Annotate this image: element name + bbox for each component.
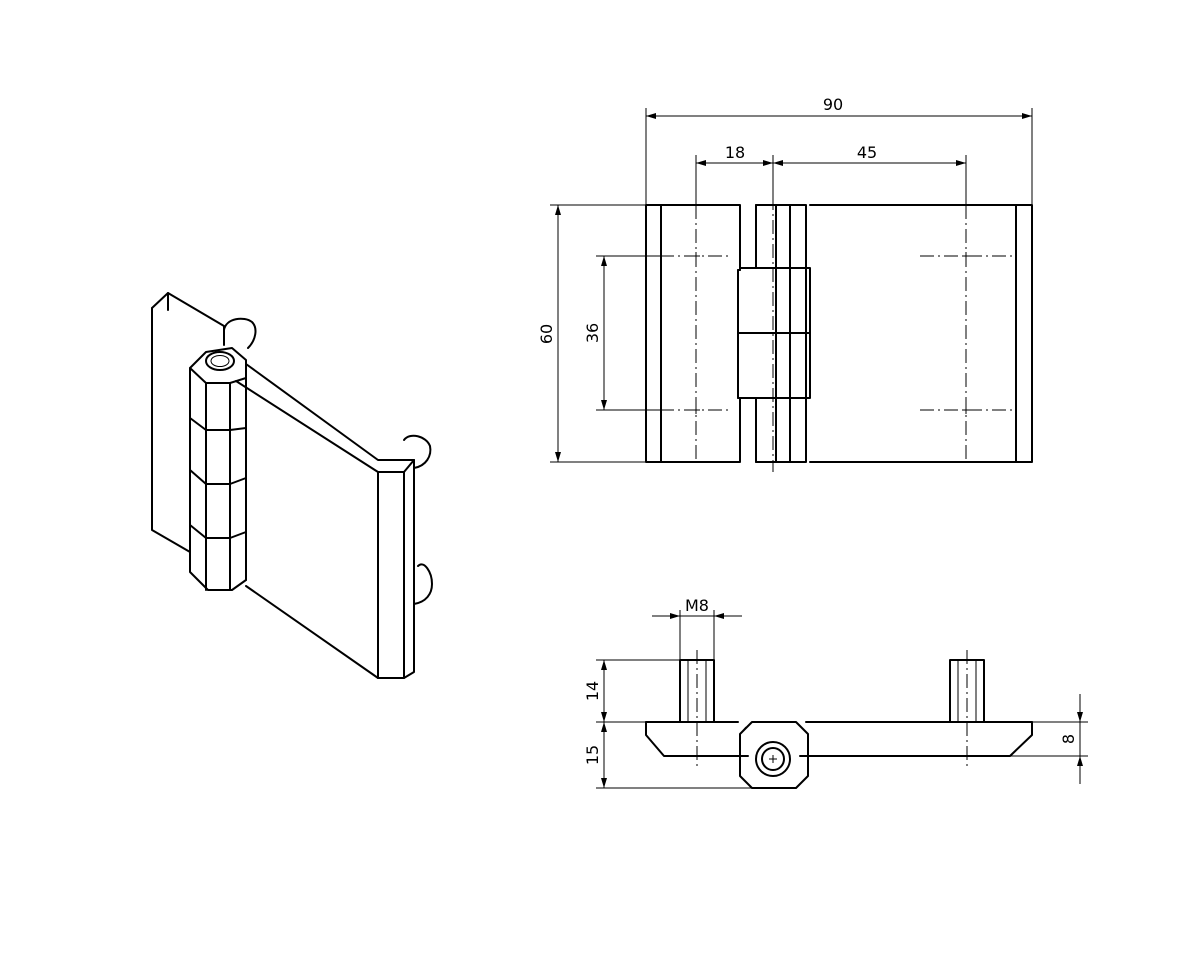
isometric-view — [151, 292, 433, 679]
dim-15-label: 15 — [583, 745, 602, 765]
dim-90-label: 90 — [823, 95, 843, 114]
dim-45-label: 45 — [857, 143, 877, 162]
dim-36-label: 36 — [583, 323, 602, 343]
dim-8-label: 8 — [1059, 734, 1078, 744]
dim-m8-label: M8 — [685, 596, 709, 615]
dim-14-label: 14 — [583, 681, 602, 701]
dim-18-label: 18 — [725, 143, 745, 162]
dim-60-label: 60 — [537, 324, 556, 344]
side-view — [645, 650, 1033, 789]
top-view — [645, 196, 1033, 472]
side-view-dimensions — [596, 610, 1088, 789]
top-view-dimensions — [550, 108, 1033, 463]
